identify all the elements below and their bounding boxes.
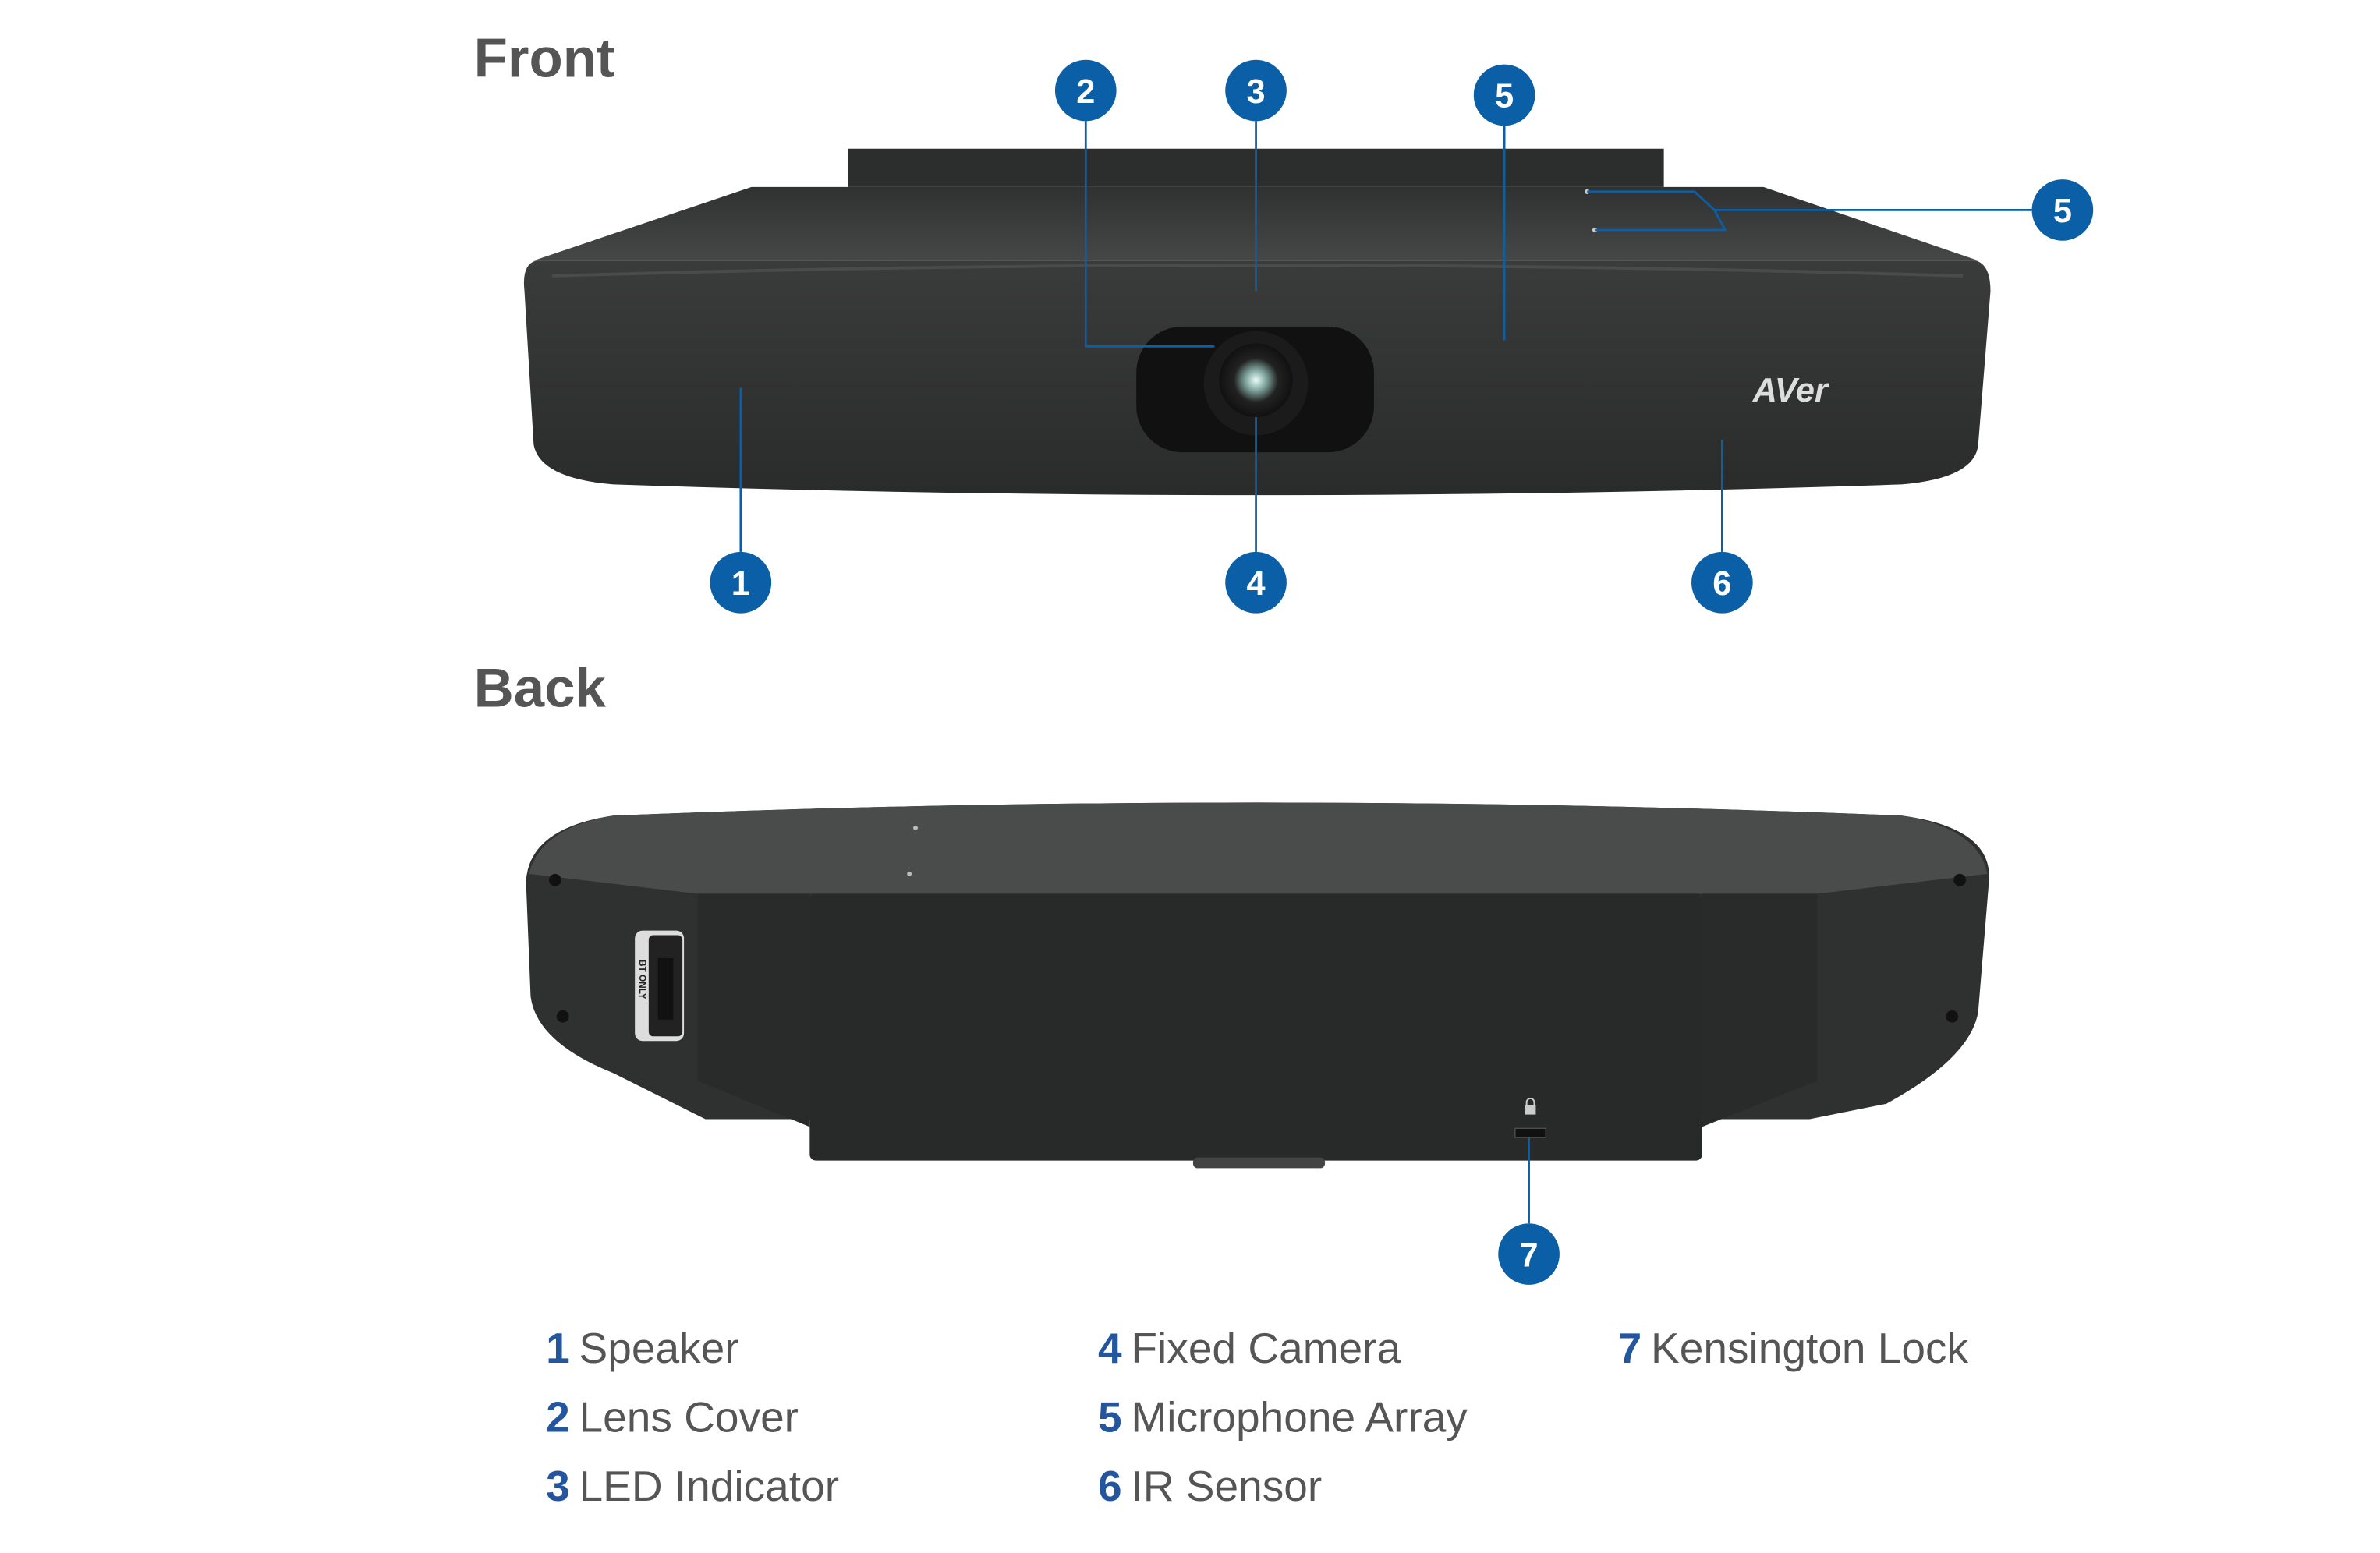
svg-text:1: 1 bbox=[731, 565, 750, 603]
callout-badge-4: 4 bbox=[1225, 551, 1287, 614]
back-panel bbox=[809, 893, 1702, 1161]
callout-badge-2: 2 bbox=[1054, 59, 1117, 122]
callout-badge-5-top: 5 bbox=[1473, 64, 1535, 126]
callout-badge-5-right: 5 bbox=[2031, 179, 2094, 241]
svg-text:5: 5 bbox=[2053, 193, 2072, 230]
svg-text:2: 2 bbox=[1076, 73, 1095, 111]
aver-logo: AVer bbox=[1752, 372, 1829, 409]
svg-text:4: 4 bbox=[1247, 565, 1266, 603]
callout-badge-1: 1 bbox=[710, 551, 772, 614]
bt-only-label: BT ONLY bbox=[637, 960, 647, 999]
svg-text:3: 3 bbox=[1247, 73, 1266, 111]
usb-port: BT ONLY bbox=[635, 930, 685, 1042]
svg-text:5: 5 bbox=[1495, 78, 1514, 115]
front-title: Front bbox=[474, 27, 615, 89]
front-callout-lines bbox=[739, 121, 2032, 552]
callout-badge-7: 7 bbox=[1498, 1223, 1560, 1285]
lock-icon bbox=[1525, 1105, 1536, 1115]
back-title: Back bbox=[474, 658, 607, 720]
callout-badge-6: 6 bbox=[1691, 551, 1753, 614]
svg-text:7: 7 bbox=[1520, 1236, 1539, 1274]
camera-lens bbox=[1219, 343, 1293, 417]
back-device: BT ONLY bbox=[526, 802, 1989, 1224]
callout-badge-3: 3 bbox=[1225, 59, 1287, 122]
kensington-lock-slot bbox=[1514, 1098, 1546, 1138]
svg-text:6: 6 bbox=[1712, 565, 1731, 603]
front-device: AVer bbox=[523, 148, 1991, 496]
